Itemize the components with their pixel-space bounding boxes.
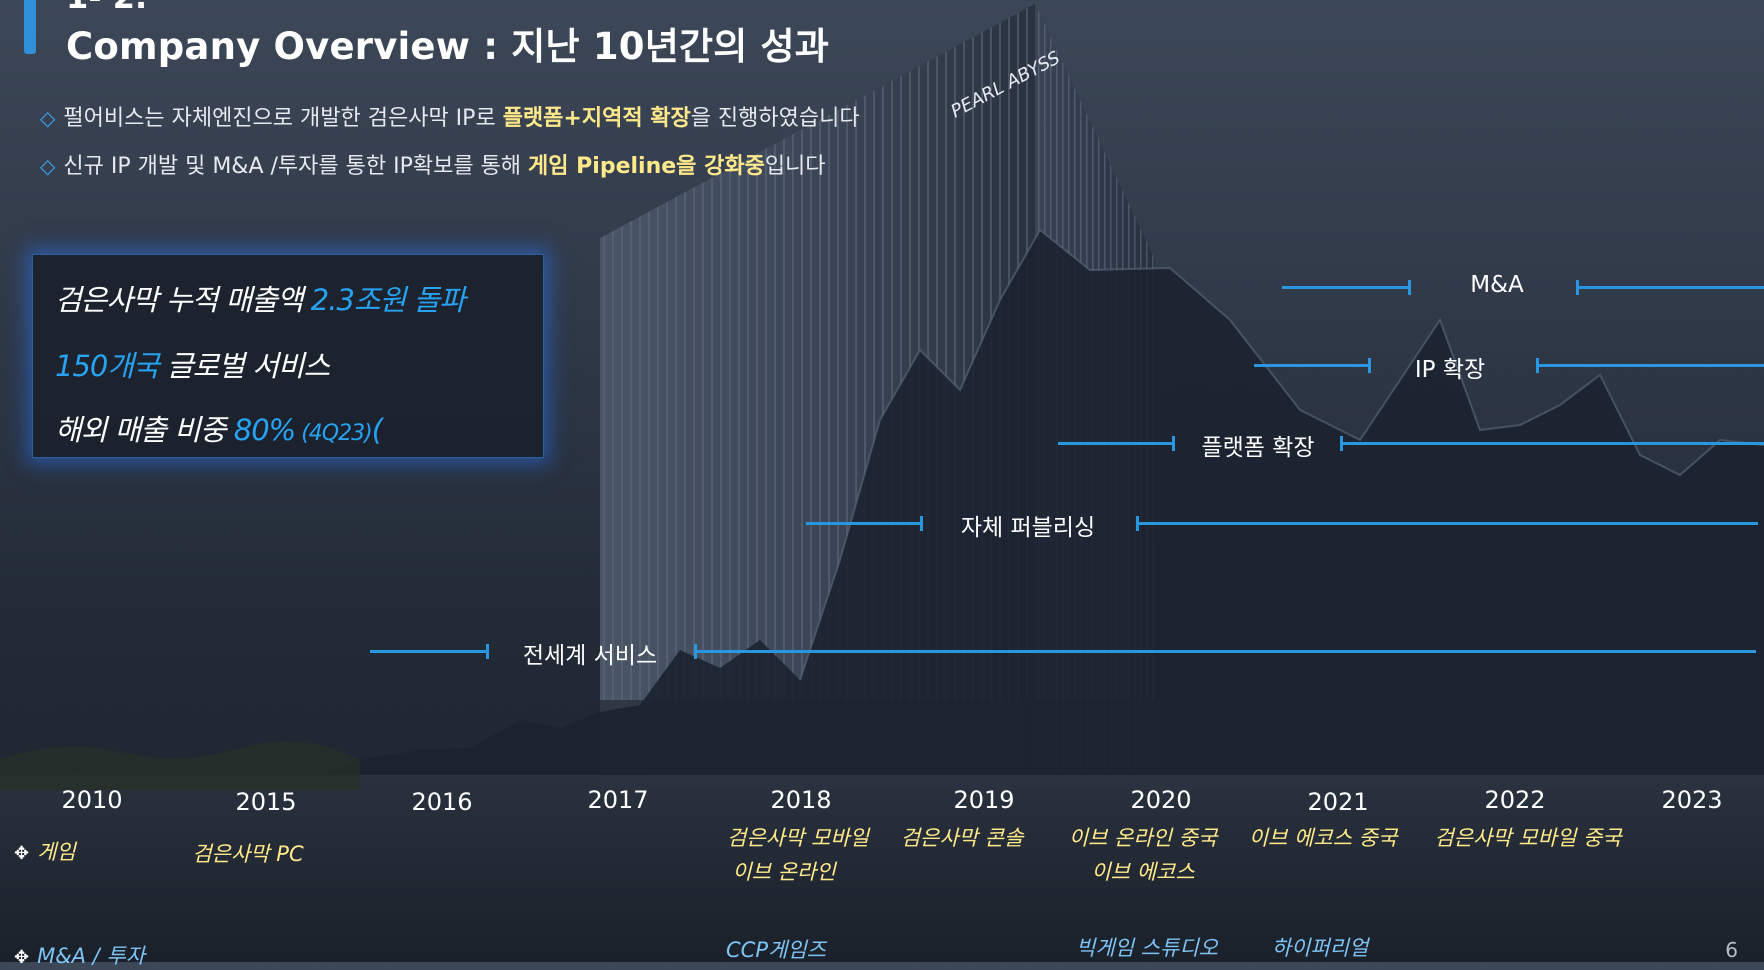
title-accent-bar <box>24 0 36 54</box>
timeline-ip-right <box>1536 364 1764 367</box>
timeline-global-right <box>694 650 1756 653</box>
bullet-line-2: ◇신규 IP 개발 및 M&A /투자를 통한 IP확보를 통해 게임 Pipe… <box>40 154 826 179</box>
year-label: 2019 <box>953 786 1015 814</box>
year-label: 2021 <box>1307 788 1369 816</box>
box-line-overseas: 해외 매출 비중 80% (4Q23)( <box>55 413 383 447</box>
acquisition-ccp: CCP게임즈 <box>726 938 826 962</box>
box-line-revenue: 검은사막 누적 매출액 2.3조원 돌파 <box>55 283 466 317</box>
timeline-ip-left <box>1254 364 1370 367</box>
year-label: 2022 <box>1484 786 1546 814</box>
move-arrows-icon: ✥ <box>14 843 30 864</box>
timeline-ma-left <box>1282 286 1410 289</box>
diamond-bullet-icon: ◇ <box>40 154 56 178</box>
row-label-game: ✥게임 <box>14 840 76 864</box>
timeline-publishing-left <box>806 522 922 525</box>
move-arrows-icon: ✥ <box>14 947 30 968</box>
page-number: 6 <box>1725 938 1738 962</box>
timeline-ma-right <box>1576 286 1764 289</box>
timeline-tick <box>1172 436 1175 451</box>
timeline-platform-left <box>1058 442 1174 445</box>
game-black-desert-mobile-china: 검은사막 모바일 중국 <box>1434 826 1622 850</box>
building-side-face <box>1035 4 1155 770</box>
timeline-tick <box>920 516 923 531</box>
game-eve-online: 이브 온라인 <box>732 860 836 884</box>
year-label: 2018 <box>770 786 832 814</box>
year-label: 2016 <box>411 788 473 816</box>
timeline-tick <box>1408 280 1411 295</box>
timeline-platform-right <box>1340 442 1764 445</box>
year-label: 2017 <box>587 786 649 814</box>
highlight-box: 검은사막 누적 매출액 2.3조원 돌파 150개국 글로벌 서비스 해외 매출… <box>32 254 544 458</box>
section-label: 1- 2. <box>66 0 147 16</box>
timeline-tick <box>1368 358 1371 373</box>
timeline-label-publishing: 자체 퍼블리싱 <box>960 515 1096 541</box>
acquisition-biggame: 빅게임 스튜디오 <box>1076 936 1218 960</box>
timeline-global-left <box>370 650 488 653</box>
building-sign: PEARL ABYSS <box>947 47 1063 122</box>
year-label: 2010 <box>61 786 123 814</box>
game-black-desert-console: 검은사막 콘솔 <box>900 826 1024 850</box>
year-label: 2015 <box>235 788 297 816</box>
diamond-bullet-icon: ◇ <box>40 106 56 130</box>
game-black-desert-mobile: 검은사막 모바일 <box>727 826 869 850</box>
game-eve-echoes: 이브 에코스 <box>1091 860 1195 884</box>
timeline-label-ip: IP 확장 <box>1414 357 1486 383</box>
box-line-countries: 150개국 글로벌 서비스 <box>55 349 330 383</box>
timeline-label-platform: 플랫폼 확장 <box>1201 435 1315 461</box>
game-eve-echoes-china: 이브 에코스 중국 <box>1248 826 1398 850</box>
timeline-label-global: 전세계 서비스 <box>522 643 658 669</box>
acquisition-hyperreal: 하이퍼리얼 <box>1271 936 1369 960</box>
bullet-line-1: ◇펄어비스는 자체엔진으로 개발한 검은사막 IP로 플랫폼+지역적 확장을 진… <box>40 106 860 131</box>
timeline-label-ma: M&A <box>1470 272 1524 298</box>
game-black-desert-pc: 검은사막 PC <box>192 842 304 866</box>
game-eve-online-china: 이브 온라인 중국 <box>1068 826 1218 850</box>
timeline-publishing-right <box>1136 522 1758 525</box>
year-label: 2020 <box>1130 786 1192 814</box>
timeline-tick <box>486 644 489 659</box>
row-label-ma-invest: ✥M&A / 투자 <box>14 944 146 968</box>
page-title: Company Overview : 지난 10년간의 성과 <box>66 25 830 68</box>
year-label: 2023 <box>1661 786 1723 814</box>
